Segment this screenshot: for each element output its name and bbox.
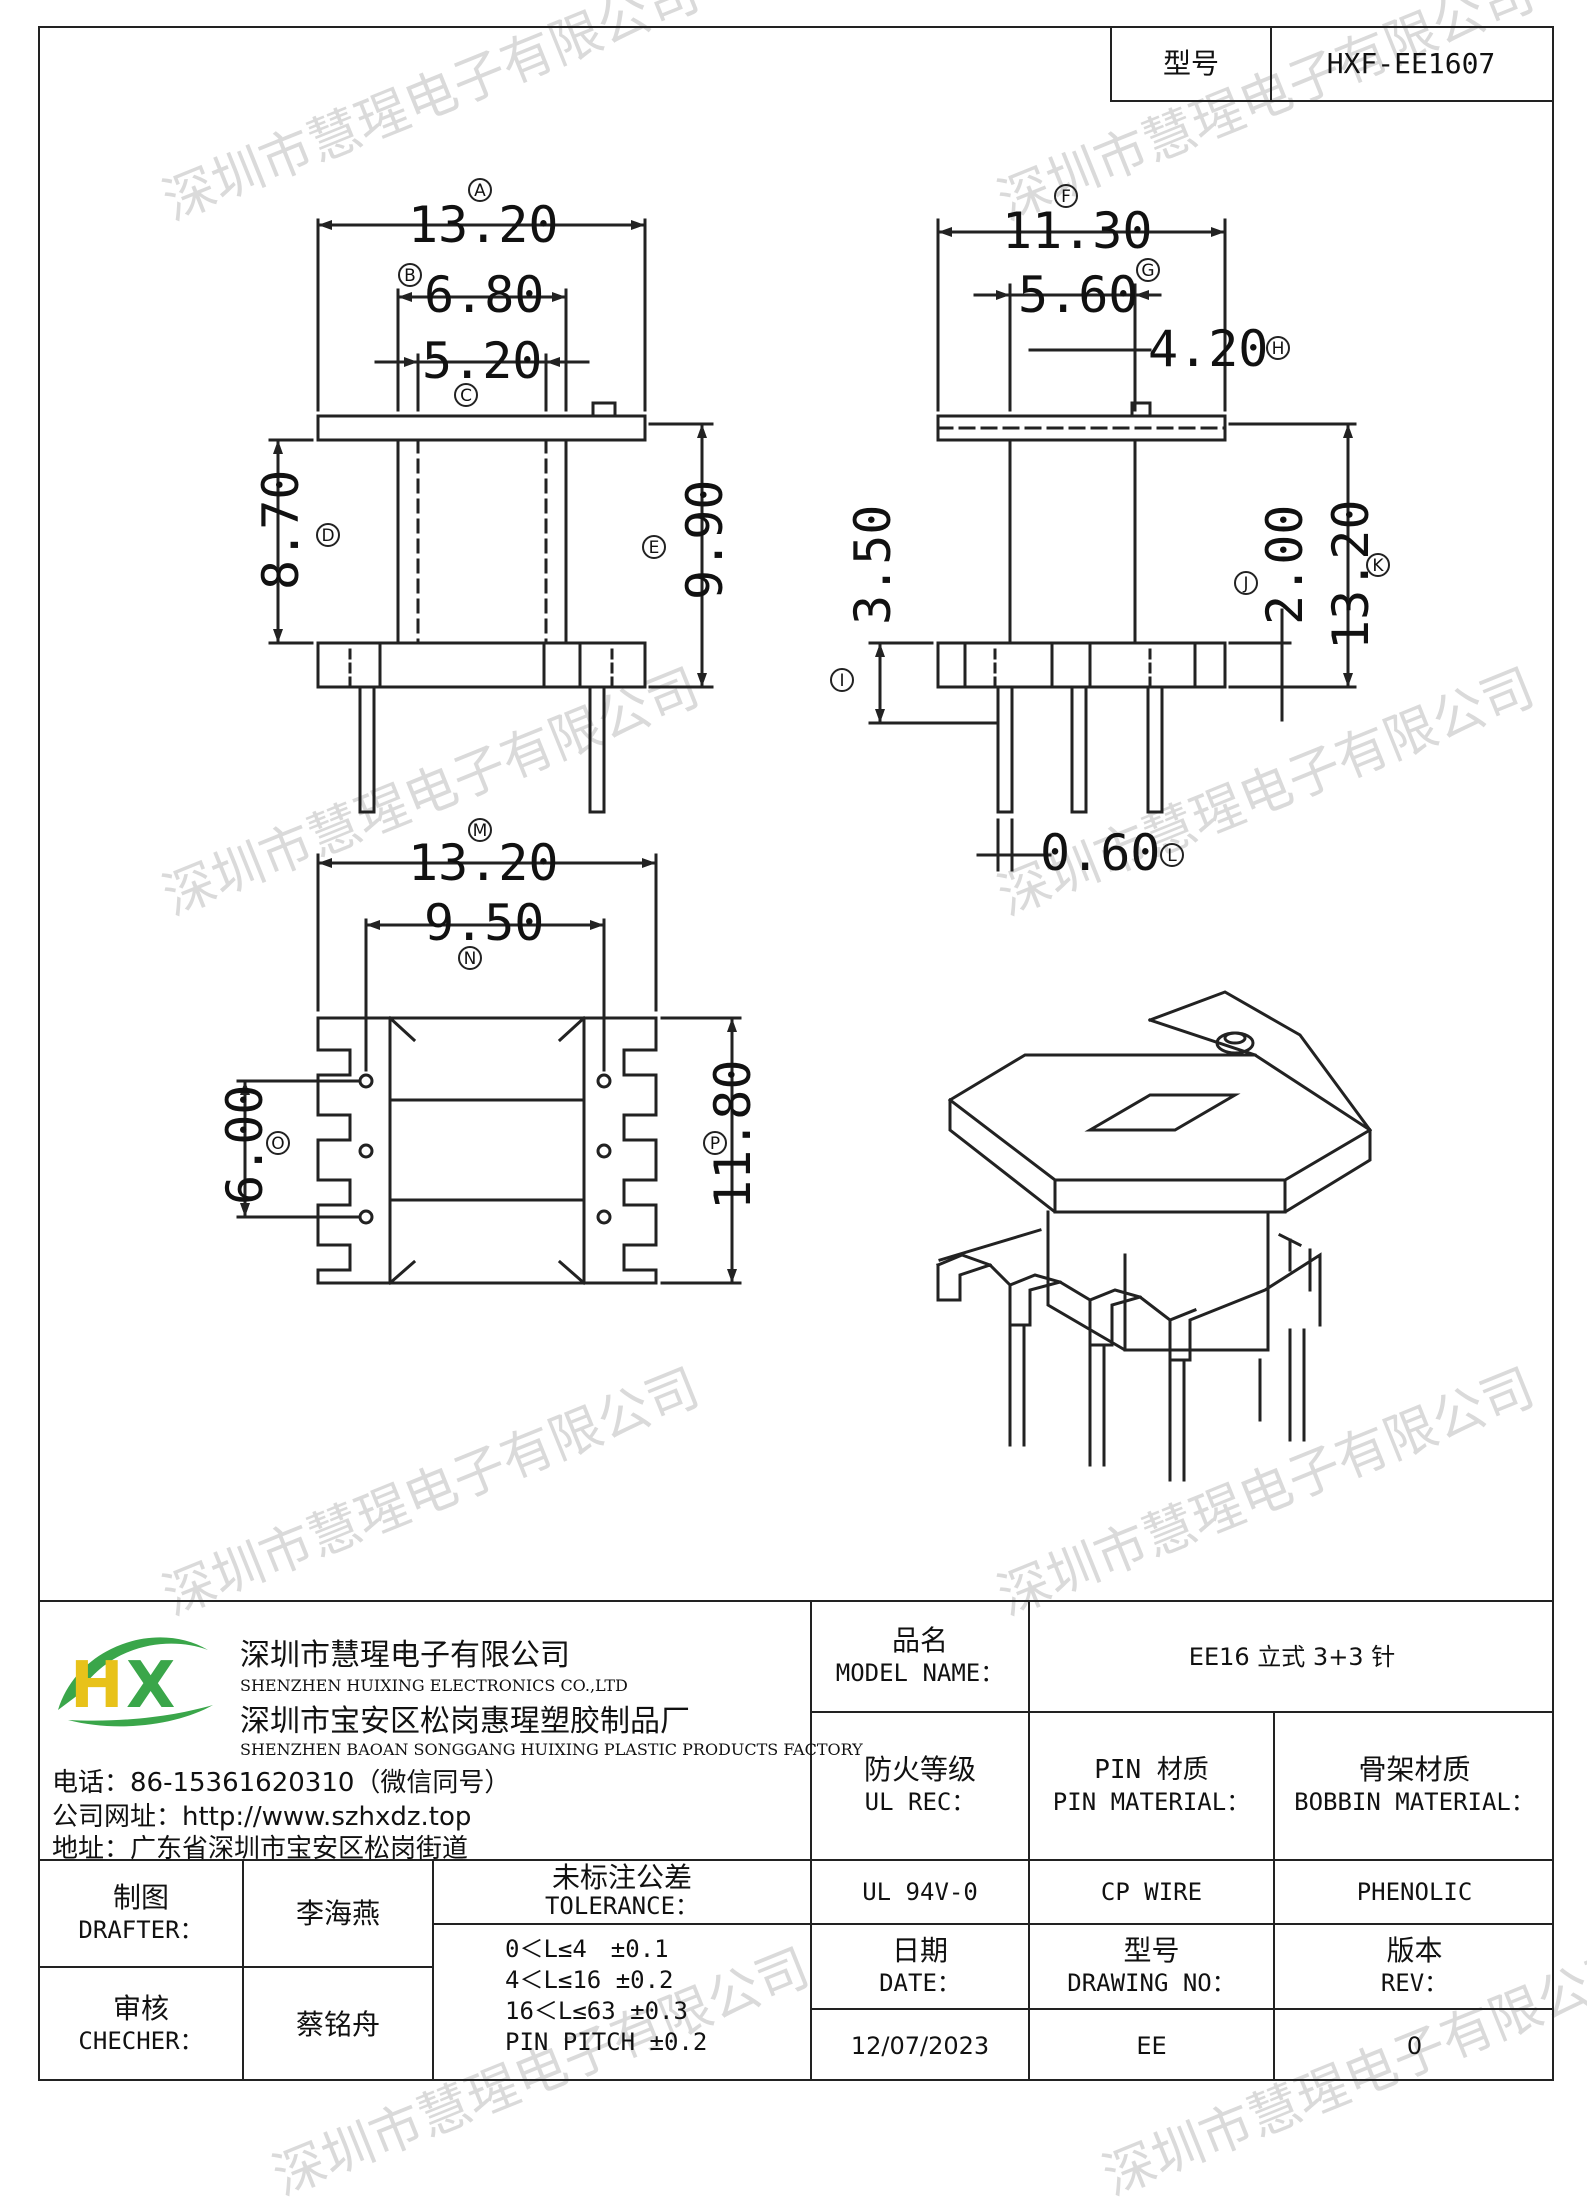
checker-value: 蔡铭舟 — [295, 2007, 380, 2041]
drafter-value: 李海燕 — [295, 1896, 380, 1930]
dim-p: 11.80 — [704, 1059, 762, 1210]
dim-g: 5.60 — [1018, 266, 1138, 324]
company-address: 地址：广东省深圳市宝安区松岗街道 — [52, 1834, 469, 1864]
company-name-en: SHENZHEN HUIXING ELECTRONICS CO.,LTD — [240, 1676, 628, 1695]
dim-n: 9.50 — [424, 894, 544, 952]
ul-rec-value: UL 94V-0 — [862, 1878, 978, 1906]
dim-f: 11.30 — [1002, 202, 1153, 260]
dim-l: 0.60 — [1040, 824, 1160, 882]
marker-e: E — [649, 538, 660, 558]
dim-d: 8.70 — [252, 470, 310, 590]
marker-p: P — [710, 1134, 720, 1154]
svg-text:H: H — [70, 1649, 124, 1723]
date-label: 日期 DATE： — [879, 1933, 961, 1997]
dim-i: 3.50 — [844, 505, 902, 625]
marker-c: C — [460, 386, 472, 406]
dim-j: 2.00 — [1256, 505, 1314, 625]
date-value: 12/07/2023 — [850, 2031, 990, 2060]
marker-j: J — [1242, 574, 1248, 594]
svg-text:X: X — [126, 1649, 175, 1723]
company-logo: H X — [58, 1637, 213, 1727]
dim-b: 6.80 — [424, 266, 544, 324]
bobbin-material-label: 骨架材质 BOBBIN MATERIAL： — [1294, 1753, 1535, 1817]
company-phone: 电话：86-15361620310（微信同号） — [52, 1768, 511, 1798]
pin-material-value: CP WIRE — [1100, 1878, 1203, 1906]
marker-l: L — [1167, 846, 1177, 866]
header-model-label: 型号 — [1110, 26, 1272, 102]
marker-g: G — [1141, 261, 1154, 281]
drafter-label: 制图 DRAFTER： — [78, 1880, 204, 1944]
drawing-no-label: 型号 DRAWING NO： — [1067, 1933, 1236, 1997]
marker-i: I — [839, 671, 844, 691]
drawing-no-value: EE — [1136, 2031, 1167, 2060]
dim-c: 5.20 — [422, 332, 542, 390]
marker-h: H — [1272, 339, 1285, 359]
company-website: 公司网址：http://www.szhxdz.top — [52, 1802, 472, 1832]
marker-d: D — [321, 526, 334, 546]
tolerance-item: 16＜L≤63 ±0.3 — [505, 1997, 688, 2025]
marker-m: M — [473, 821, 488, 841]
tolerance-label: 未标注公差 TOLERANCE： — [544, 1861, 700, 1921]
model-name-value: EE16 立式 3+3 针 — [1188, 1642, 1396, 1671]
technical-drawing: 13.20 6.80 5.20 8.70 9.90 11.30 5.60 4.2… — [216, 178, 1390, 1482]
dim-h: 4.20 — [1148, 320, 1268, 378]
marker-n: N — [464, 949, 477, 969]
dim-a: 13.20 — [408, 196, 559, 254]
dim-k: 13.20 — [1322, 499, 1380, 650]
tolerance-item: 0＜L≤4 ±0.1 — [505, 1935, 669, 1963]
company-name-cn: 深圳市慧瑆电子有限公司 — [240, 1638, 570, 1673]
drawing-sheet — [38, 26, 1554, 2081]
rev-value: 0 — [1406, 2031, 1423, 2060]
dim-m: 13.20 — [408, 834, 559, 892]
marker-k: K — [1372, 556, 1384, 576]
marker-o: O — [271, 1134, 284, 1154]
bobbin-material-value: PHENOLIC — [1356, 1878, 1473, 1906]
pin-material-label: PIN 材质 PIN MATERIAL： — [1052, 1755, 1251, 1816]
rev-label: 版本 REV： — [1380, 1933, 1449, 1997]
header-model-value: HXF-EE1607 — [1270, 26, 1554, 102]
tolerance-item: 4＜L≤16 ±0.2 — [505, 1966, 674, 1994]
marker-f: F — [1061, 187, 1071, 207]
marker-b: B — [404, 266, 416, 286]
model-name-label: 品名 MODEL NAME： — [835, 1623, 1005, 1687]
marker-a: A — [474, 181, 486, 201]
tolerance-list: 0＜L≤4 ±0.1 4＜L≤16 ±0.2 16＜L≤63 ±0.3 PIN … — [505, 1934, 707, 2058]
tolerance-item: PIN PITCH ±0.2 — [505, 2028, 708, 2056]
ul-rec-label: 防火等级 UL REC： — [863, 1753, 976, 1817]
checker-label: 审核 CHECHER： — [78, 1991, 204, 2055]
factory-name-en: SHENZHEN BAOAN SONGGANG HUIXING PLASTIC … — [240, 1740, 863, 1759]
dim-o: 6.00 — [216, 1085, 274, 1205]
dim-e: 9.90 — [676, 480, 734, 600]
factory-name-cn: 深圳市宝安区松岗惠瑆塑胶制品厂 — [240, 1704, 690, 1739]
